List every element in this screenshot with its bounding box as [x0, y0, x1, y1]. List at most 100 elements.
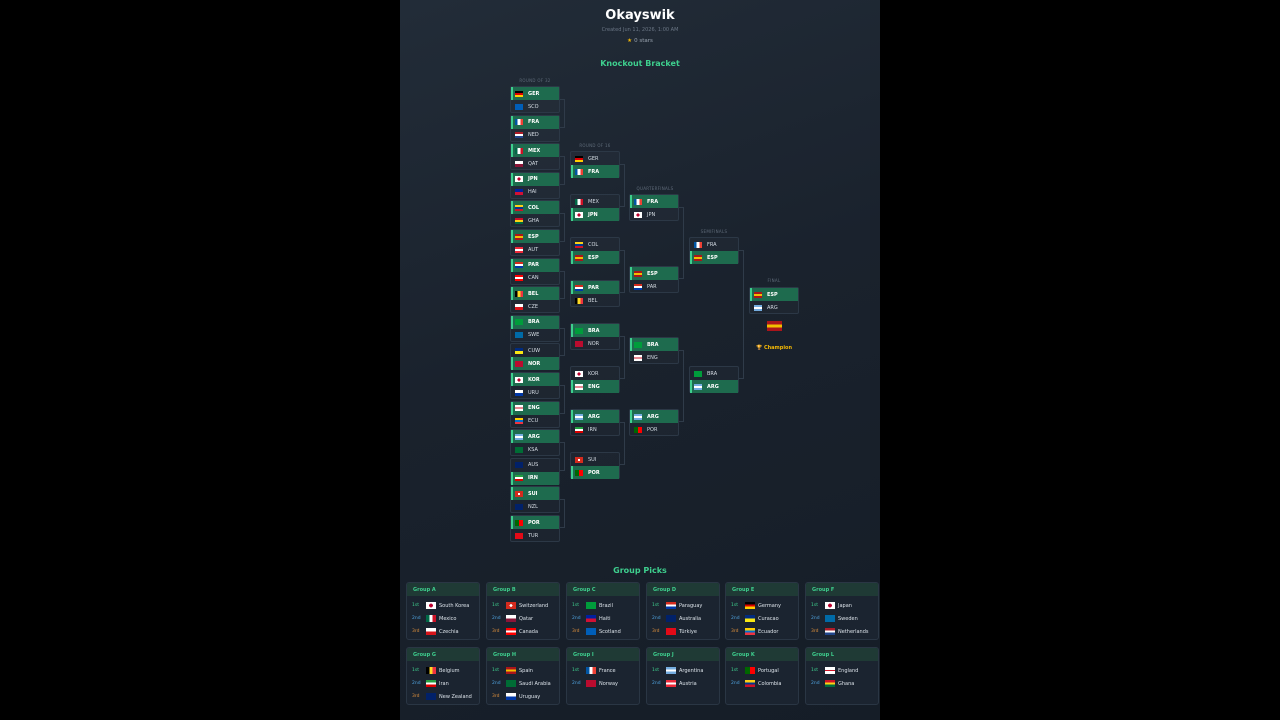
- star-count[interactable]: ★0 stars: [400, 38, 880, 44]
- eng-flag-icon: [575, 383, 583, 390]
- team-slot[interactable]: BEL: [511, 287, 559, 301]
- team-code: SCO: [528, 103, 539, 110]
- match-r32: FRA NED: [510, 114, 560, 142]
- team-code: ARG: [647, 413, 659, 420]
- team-slot[interactable]: MEX: [571, 195, 619, 208]
- team-slot[interactable]: NOR: [511, 357, 559, 371]
- team-slot[interactable]: ARG: [750, 301, 798, 314]
- team-slot[interactable]: POR: [571, 466, 619, 479]
- team-slot[interactable]: KOR: [511, 373, 559, 386]
- pick-team-name: Saudi Arabia: [519, 680, 551, 687]
- team-slot[interactable]: COL: [511, 201, 559, 215]
- team-slot[interactable]: BEL: [571, 294, 619, 307]
- trophy-icon: 🏆: [755, 345, 763, 351]
- team-slot[interactable]: CUW: [511, 344, 559, 357]
- team-slot[interactable]: ESP: [750, 288, 798, 301]
- team-slot[interactable]: JPN: [571, 208, 619, 221]
- team-slot[interactable]: GHA: [511, 214, 559, 227]
- team-slot[interactable]: NED: [511, 129, 559, 142]
- mex-flag-icon: [515, 147, 523, 154]
- team-slot[interactable]: COL: [571, 238, 619, 251]
- team-code: CUW: [528, 347, 541, 354]
- team-slot[interactable]: ESP: [630, 267, 678, 280]
- team-slot[interactable]: ENG: [630, 351, 678, 364]
- team-code: ESP: [528, 233, 539, 240]
- team-slot[interactable]: ARG: [690, 380, 738, 393]
- team-slot[interactable]: AUS: [511, 459, 559, 472]
- team-slot[interactable]: SWE: [511, 329, 559, 342]
- bracket-title: Knockout Bracket: [600, 59, 680, 68]
- pick-position: 1st: [731, 603, 738, 608]
- team-slot[interactable]: NOR: [571, 337, 619, 350]
- jpn-flag-icon: [515, 176, 523, 183]
- col-flag-icon: [745, 680, 755, 687]
- team-slot[interactable]: CAN: [511, 272, 559, 285]
- team-code: SUI: [588, 456, 597, 463]
- esp-flag-icon: [575, 254, 583, 261]
- team-slot[interactable]: BRA: [571, 324, 619, 337]
- team-slot[interactable]: PAR: [630, 280, 678, 293]
- team-slot[interactable]: NZL: [511, 500, 559, 513]
- pick-position: 2nd: [492, 681, 501, 686]
- team-slot[interactable]: URU: [511, 386, 559, 399]
- por-flag-icon: [745, 667, 755, 674]
- team-slot[interactable]: SUI: [511, 487, 559, 501]
- team-slot[interactable]: ENG: [571, 380, 619, 393]
- team-code: BRA: [528, 319, 540, 326]
- team-slot[interactable]: ESP: [571, 251, 619, 264]
- cze-flag-icon: [515, 303, 523, 310]
- team-slot[interactable]: ESP: [690, 251, 738, 264]
- team-slot[interactable]: BRA: [511, 315, 559, 329]
- team-slot[interactable]: SUI: [571, 453, 619, 466]
- team-slot[interactable]: POR: [511, 516, 559, 529]
- team-code: FRA: [588, 168, 600, 175]
- bracket-connector: [620, 422, 625, 465]
- team-slot[interactable]: HAI: [511, 186, 559, 199]
- team-slot[interactable]: ECU: [511, 415, 559, 428]
- team-slot[interactable]: SCO: [511, 100, 559, 113]
- champion-box: 🏆 Champion: [749, 321, 799, 353]
- team-slot[interactable]: MEX: [511, 144, 559, 158]
- team-slot[interactable]: ESP: [511, 230, 559, 243]
- team-slot[interactable]: JPN: [630, 208, 678, 221]
- can-flag-icon: [515, 275, 523, 282]
- team-slot[interactable]: PAR: [571, 281, 619, 294]
- team-slot[interactable]: ARG: [571, 410, 619, 423]
- team-slot[interactable]: IRN: [511, 471, 559, 485]
- fra-flag-icon: [575, 168, 583, 175]
- team-code: NED: [528, 132, 539, 139]
- team-slot[interactable]: TUR: [511, 529, 559, 542]
- team-slot[interactable]: BRA: [630, 338, 678, 351]
- team-slot[interactable]: AUT: [511, 243, 559, 256]
- team-slot[interactable]: ENG: [511, 401, 559, 415]
- pick-team-name: Belgium: [439, 667, 460, 674]
- team-slot[interactable]: PAR: [511, 258, 559, 272]
- team-slot[interactable]: IRN: [571, 423, 619, 436]
- team-slot[interactable]: FRA: [571, 165, 619, 178]
- team-slot[interactable]: FRA: [690, 238, 738, 251]
- team-slot[interactable]: BRA: [690, 367, 738, 380]
- pick-position: 2nd: [572, 616, 581, 621]
- team-slot[interactable]: ARG: [511, 430, 559, 444]
- team-slot[interactable]: JPN: [511, 172, 559, 186]
- team-slot[interactable]: POR: [630, 423, 678, 436]
- pick-team-name: Netherlands: [838, 628, 869, 635]
- team-slot[interactable]: FRA: [511, 115, 559, 129]
- team-slot[interactable]: FRA: [630, 195, 678, 208]
- bracket-connector: [560, 270, 565, 300]
- team-slot[interactable]: KSA: [511, 443, 559, 456]
- pick-position: 3rd: [572, 629, 580, 634]
- team-code: FRA: [647, 198, 659, 205]
- team-slot[interactable]: KOR: [571, 367, 619, 380]
- team-slot[interactable]: QAT: [511, 157, 559, 170]
- team-slot[interactable]: GER: [511, 87, 559, 100]
- team-slot[interactable]: GER: [571, 152, 619, 165]
- team-slot[interactable]: ARG: [630, 410, 678, 423]
- team-slot[interactable]: CZE: [511, 300, 559, 313]
- arg-flag-icon: [666, 667, 676, 674]
